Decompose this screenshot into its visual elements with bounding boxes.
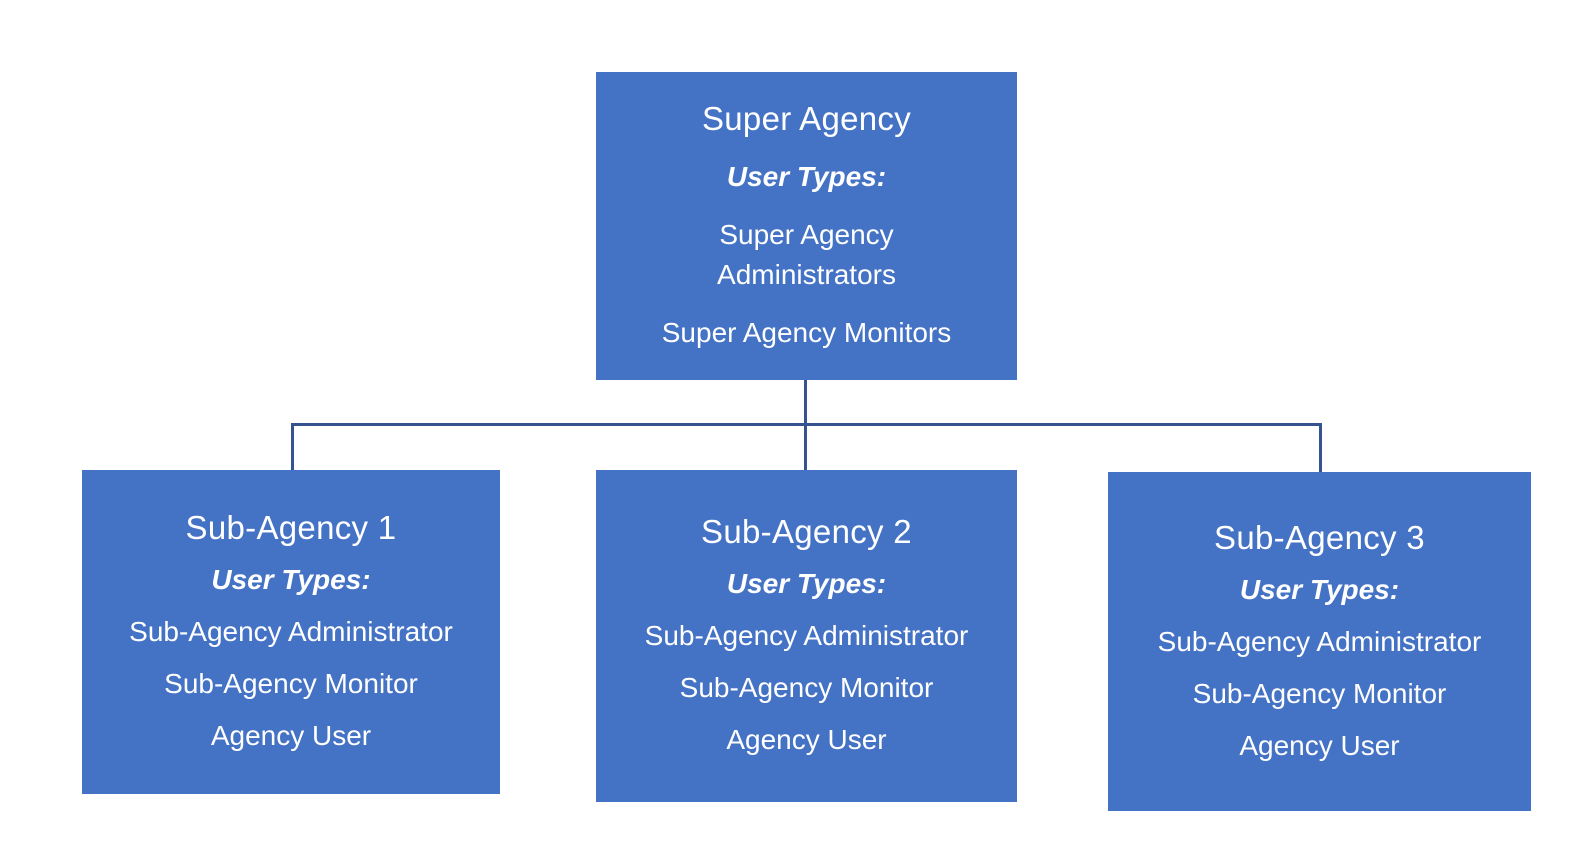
user-types-label: User Types: [1239, 573, 1400, 605]
user-type-item: Sub-Agency Administrator [644, 620, 969, 651]
user-type-item: Sub-Agency Administrator [1157, 625, 1482, 657]
connector-drop-left [291, 423, 294, 471]
user-type-item: Sub-Agency Monitor [679, 672, 934, 703]
node-title: Super Agency [701, 100, 912, 137]
connector-horizontal [291, 423, 1322, 426]
node-title: Sub-Agency 3 [1214, 518, 1425, 556]
node-super-agency: Super Agency User Types: Super Agency Ad… [596, 72, 1017, 380]
user-type-item: Sub-Agency Monitor [164, 668, 418, 699]
connector-drop-right [1319, 423, 1322, 473]
user-type-item: Sub-Agency Administrator [129, 616, 453, 647]
user-types-label: User Types: [726, 161, 887, 192]
node-sub-agency-1: Sub-Agency 1 User Types: Sub-Agency Admi… [82, 470, 500, 794]
user-type-item: Sub-Agency Monitor [1192, 677, 1447, 709]
user-type-item: Agency User [1239, 729, 1400, 761]
user-type-item: Super Agency Monitors [661, 317, 952, 348]
user-types-label: User Types: [726, 568, 887, 599]
node-title: Sub-Agency 2 [701, 513, 912, 550]
node-sub-agency-3: Sub-Agency 3 User Types: Sub-Agency Admi… [1108, 472, 1531, 811]
node-sub-agency-2: Sub-Agency 2 User Types: Sub-Agency Admi… [596, 470, 1017, 802]
node-title: Sub-Agency 1 [185, 509, 397, 546]
user-type-item: Agency User [726, 724, 887, 755]
user-type-item: Super Agency Administrators [717, 219, 896, 290]
user-types-label: User Types: [211, 564, 371, 595]
user-type-item: Agency User [210, 720, 372, 751]
